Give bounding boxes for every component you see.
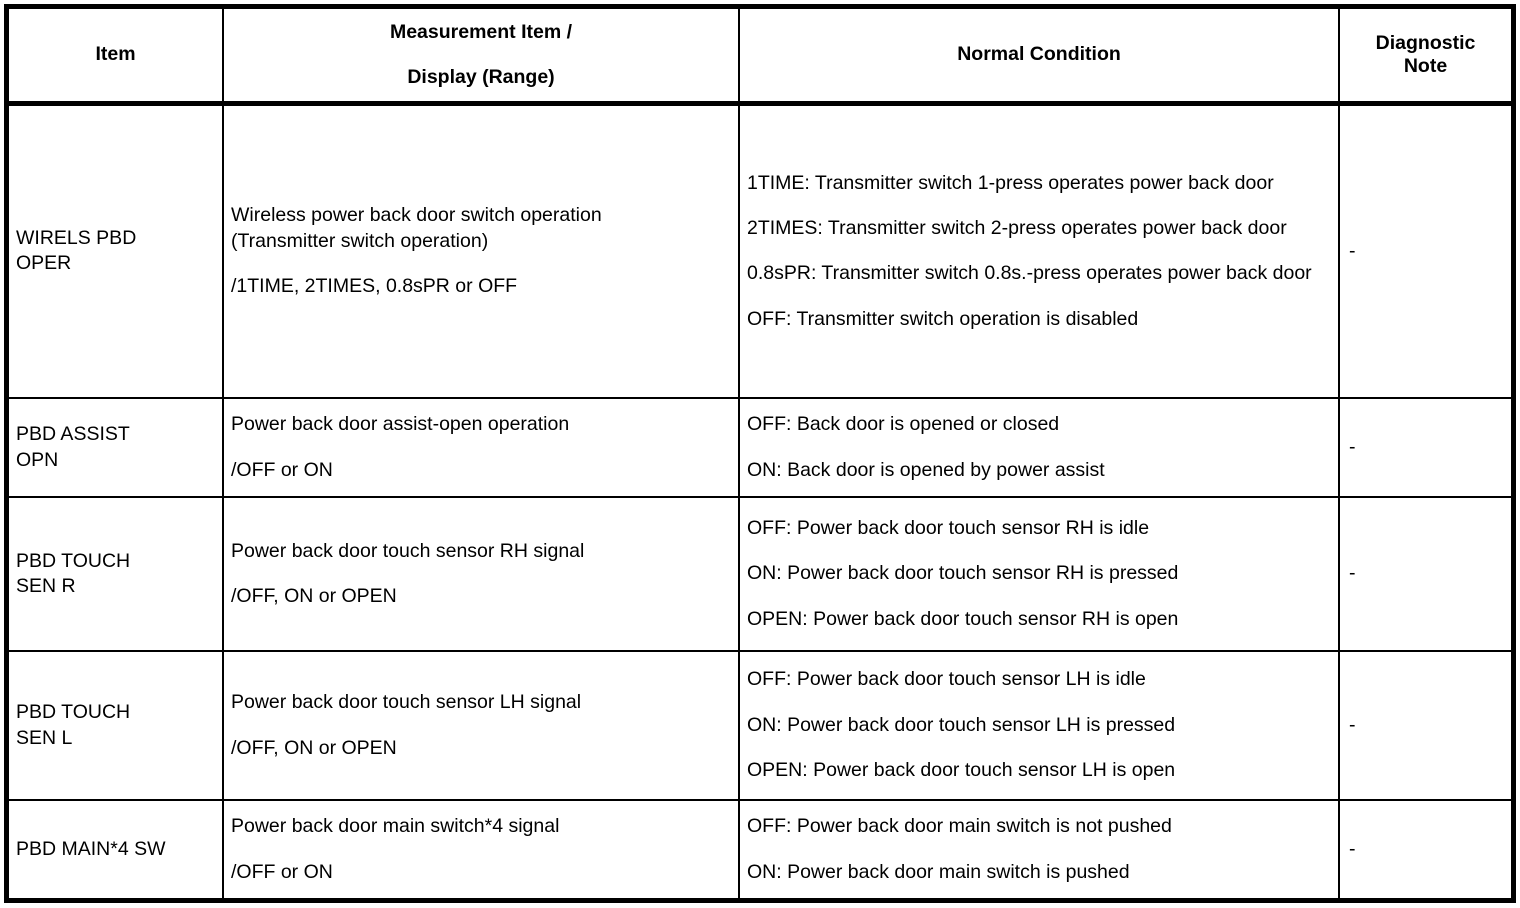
cell-item: PBD MAIN*4 SW (9, 800, 224, 898)
cell-measurement-item: Power back door assist-open operation /O… (223, 398, 740, 498)
measurement-display-range: /OFF, ON or OPEN (231, 585, 397, 607)
cell-item: WIRELS PBD OPER (9, 103, 224, 399)
condition-entry: 2TIMES: Transmitter switch 2-press opera… (747, 216, 1287, 239)
measurement-description-line1: Power back door touch sensor LH signal (231, 691, 582, 714)
cell-normal-condition: OFF: Power back door touch sensor RH is … (739, 497, 1340, 652)
condition-entry: OFF: Transmitter switch operation is dis… (747, 307, 1139, 330)
measurement-display-range: /1TIME, 2TIMES, 0.8sPR or OFF (231, 274, 518, 297)
cell-diagnostic-note: - (1349, 837, 1356, 860)
cell-normal-condition: OFF: Back door is opened or closed ON: B… (739, 398, 1340, 498)
condition-entry: ON: Back door is opened by power assist (747, 458, 1105, 481)
column-header-diagnostic-line2: Note (1403, 54, 1448, 77)
cell-measurement-item: Power back door touch sensor LH signal /… (223, 651, 740, 801)
cell-measurement-item: Wireless power back door switch operatio… (223, 103, 740, 399)
cell-item: PBD TOUCH SEN L (9, 651, 224, 801)
item-name-line1: PBD ASSIST (16, 423, 130, 446)
measurement-display-range: /OFF or ON (231, 860, 333, 883)
spec-table-container: Item Measurement Item / Display (Range) … (4, 4, 1516, 903)
column-header-item-label: Item (95, 43, 136, 66)
column-header-normal-condition-label: Normal Condition (957, 43, 1121, 66)
cell-diagnostic-note: - (1339, 398, 1511, 498)
header-line-gap (232, 44, 730, 66)
measurement-description-line1: Power back door assist-open operation (231, 413, 570, 436)
item-name-line1: PBD TOUCH (16, 701, 131, 724)
column-header-measurement-line2: Display (Range) (407, 65, 555, 88)
column-header-diagnostic-line1: Diagnostic (1375, 31, 1476, 54)
column-header-item: Item (9, 9, 224, 106)
condition-entry: ON: Power back door main switch is pushe… (747, 860, 1130, 883)
condition-entry: OPEN: Power back door touch sensor LH is… (747, 759, 1176, 782)
condition-entry: OFF: Power back door touch sensor RH is … (747, 516, 1150, 539)
item-name-line1: PBD MAIN*4 SW (16, 837, 166, 860)
condition-entry: ON: Power back door touch sensor RH is p… (747, 562, 1179, 585)
table-header: Item Measurement Item / Display (Range) … (9, 9, 1511, 106)
column-header-normal-condition: Normal Condition (739, 9, 1340, 106)
table-row: PBD ASSIST OPN Power back door assist-op… (9, 398, 1511, 498)
measurement-description-line1: Power back door main switch*4 signal (231, 815, 560, 838)
measurement-description-line1: Wireless power back door switch operatio… (231, 204, 602, 227)
condition-entry: OFF: Power back door touch sensor LH is … (747, 668, 1146, 691)
header-row: Item Measurement Item / Display (Range) … (9, 9, 1511, 106)
condition-entry: OFF: Back door is opened or closed (747, 413, 1060, 436)
measurement-description-line2: (Transmitter switch operation) (231, 229, 489, 252)
table-row: PBD TOUCH SEN L Power back door touch se… (9, 651, 1511, 801)
column-header-diagnostic-note: Diagnostic Note (1339, 9, 1511, 106)
column-header-measurement-item: Measurement Item / Display (Range) (223, 9, 740, 106)
condition-entry: OPEN: Power back door touch sensor RH is… (747, 607, 1179, 630)
measurement-spec-table: Item Measurement Item / Display (Range) … (9, 9, 1511, 898)
cell-normal-condition: OFF: Power back door main switch is not … (739, 800, 1340, 898)
cell-normal-condition: 1TIME: Transmitter switch 1-press operat… (739, 103, 1340, 399)
cell-diagnostic-note: - (1339, 651, 1511, 801)
cell-normal-condition: OFF: Power back door touch sensor LH is … (739, 651, 1340, 801)
cell-diagnostic-note: - (1339, 103, 1511, 399)
cell-item: PBD ASSIST OPN (9, 398, 224, 498)
measurement-description: Wireless power back door switch operatio… (231, 203, 731, 254)
cell-measurement-item: Power back door main switch*4 signal /OF… (223, 800, 740, 898)
measurement-description-line1: Power back door touch sensor RH signal (231, 539, 585, 562)
item-name-line2: SEN R (16, 575, 76, 597)
item-name-line1: WIRELS PBD (16, 226, 137, 249)
column-header-measurement-line1: Measurement Item / (389, 20, 573, 43)
condition-entry: 1TIME: Transmitter switch 1-press operat… (747, 171, 1274, 194)
table-row: WIRELS PBD OPER Wireless power back door… (9, 103, 1511, 399)
condition-entry: OFF: Power back door main switch is not … (747, 815, 1172, 838)
table-row: PBD MAIN*4 SW Power back door main switc… (9, 800, 1511, 898)
table-body: WIRELS PBD OPER Wireless power back door… (9, 103, 1511, 898)
item-name-line1: PBD TOUCH (16, 549, 131, 572)
item-name-line2: OPN (16, 448, 59, 471)
condition-entry: ON: Power back door touch sensor LH is p… (747, 713, 1176, 736)
measurement-display-range: /OFF, ON or OPEN (231, 736, 397, 759)
cell-item: PBD TOUCH SEN R (9, 497, 224, 652)
cell-measurement-item: Power back door touch sensor RH signal /… (223, 497, 740, 652)
cell-diagnostic-note: - (1339, 497, 1511, 652)
item-name-line2: SEN L (16, 726, 73, 749)
table-row: PBD TOUCH SEN R Power back door touch se… (9, 497, 1511, 652)
item-name-line2: OPER (16, 252, 72, 275)
condition-entry: 0.8sPR: Transmitter switch 0.8s.-press o… (747, 262, 1312, 285)
measurement-display-range: /OFF or ON (231, 458, 333, 481)
